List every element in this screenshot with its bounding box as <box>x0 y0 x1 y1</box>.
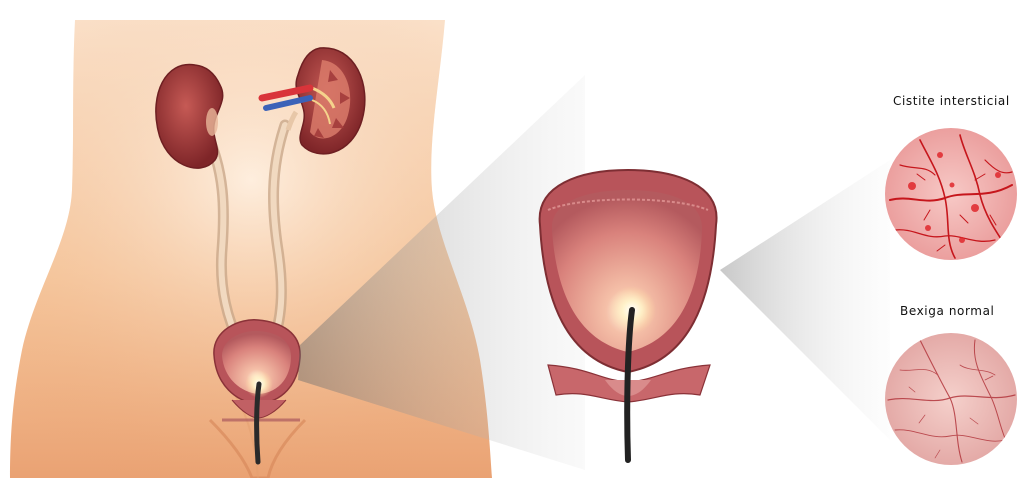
cystoscope-icon <box>257 384 259 462</box>
interstitial-cystitis-view <box>885 128 1017 260</box>
normal-bladder-view <box>885 333 1017 465</box>
normal-bladder-label: Bexiga normal <box>900 304 994 318</box>
magnification-beam <box>720 160 890 440</box>
interstitial-cystitis-label: Cistite intersticial <box>893 94 1010 108</box>
